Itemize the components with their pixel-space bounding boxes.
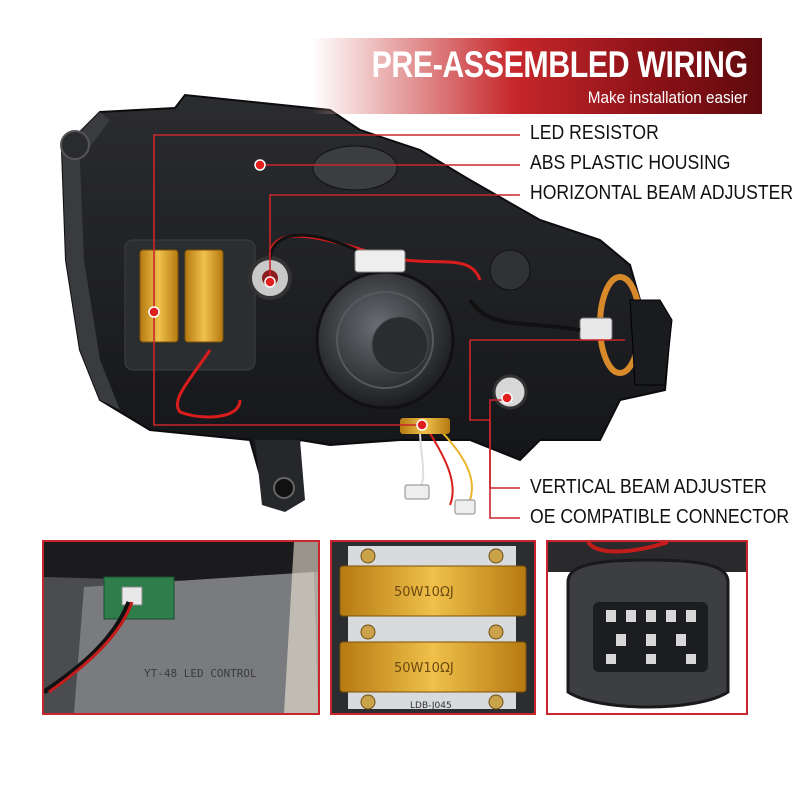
resistor-1-label: 50W10ΩJ	[394, 585, 454, 600]
banner-title: PRE-ASSEMBLED WIRING	[371, 44, 749, 85]
inset-led-control-module: YT-48 LED CONTROL	[42, 540, 320, 715]
callout-horizontal-beam-adjuster: HORIZONTAL BEAM ADJUSTER	[530, 182, 794, 204]
resistor-2-label: 50W10ΩJ	[394, 661, 454, 676]
callout-vertical-beam-adjuster: VERTICAL BEAM ADJUSTER	[530, 476, 767, 498]
control-module-text: YT-48 LED CONTROL	[144, 667, 257, 680]
banner-subtitle: Make installation easier	[588, 88, 748, 107]
headline-banner: PRE-ASSEMBLED WIRING Make installation e…	[312, 38, 762, 114]
board-label: LDB-J045	[410, 701, 452, 711]
callout-abs-plastic-housing: ABS PLASTIC HOUSING	[530, 152, 731, 174]
inset-led-resistors: 50W10ΩJ 50W10ΩJ LDB-J045	[330, 540, 536, 715]
inset-oe-connector	[546, 540, 748, 715]
callout-oe-compatible-connector: OE COMPATIBLE CONNECTOR	[530, 506, 790, 528]
headlight-rear-photo	[60, 93, 673, 519]
callout-led-resistor: LED RESISTOR	[530, 122, 659, 144]
